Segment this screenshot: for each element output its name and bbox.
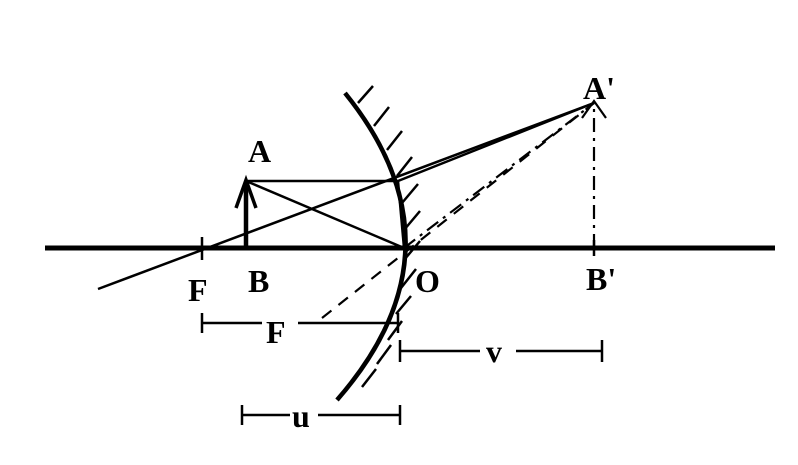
object-arrow — [234, 174, 258, 248]
label-v-dimension: v — [486, 333, 502, 369]
ray-a-to-mirror — [397, 101, 595, 183]
label-f-dimension: F — [266, 314, 286, 350]
dimension-u — [240, 405, 402, 425]
dimension-F — [200, 313, 400, 333]
dimension-v — [398, 340, 604, 362]
mirror-hatching — [357, 85, 421, 388]
label-f: F — [188, 272, 208, 308]
label-o: O — [415, 263, 440, 299]
ray-through-pole — [245, 179, 405, 250]
ray-focal-extended — [97, 101, 595, 291]
label-u-dimension: u — [292, 398, 310, 434]
label-b: B — [248, 263, 269, 299]
ray-mirror-to-pole — [396, 180, 406, 249]
virtual-ray-dashdot — [403, 102, 595, 249]
label-a: A — [248, 133, 271, 169]
label-a-image: A' — [583, 70, 615, 106]
virtual-ray-dashed — [321, 102, 595, 319]
image-arrow-head — [581, 99, 607, 119]
label-b-image: B' — [586, 261, 616, 297]
